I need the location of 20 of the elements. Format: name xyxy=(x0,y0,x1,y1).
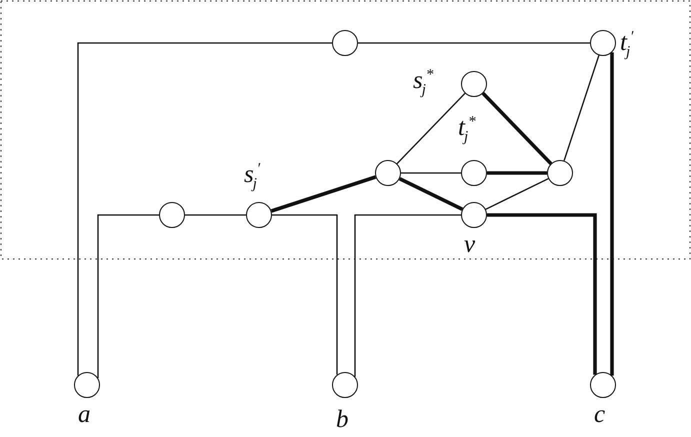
thick-edge xyxy=(487,171,547,175)
node-label: c xyxy=(594,402,606,427)
edge xyxy=(97,214,159,378)
edge xyxy=(485,178,549,210)
thick-edge xyxy=(482,92,552,165)
edge xyxy=(358,42,590,44)
edge xyxy=(401,172,461,174)
thick-edge xyxy=(487,213,597,375)
edge xyxy=(185,214,246,216)
edge xyxy=(77,42,332,376)
node-label: a xyxy=(78,402,90,427)
node-label: v xyxy=(464,232,476,257)
node-label: b xyxy=(336,407,348,432)
edge xyxy=(354,214,461,377)
edge xyxy=(272,214,338,375)
edge xyxy=(563,55,600,161)
thick-edge xyxy=(398,177,464,211)
thick-edge xyxy=(270,175,376,213)
thick-edge xyxy=(610,52,614,376)
edge xyxy=(396,92,466,164)
